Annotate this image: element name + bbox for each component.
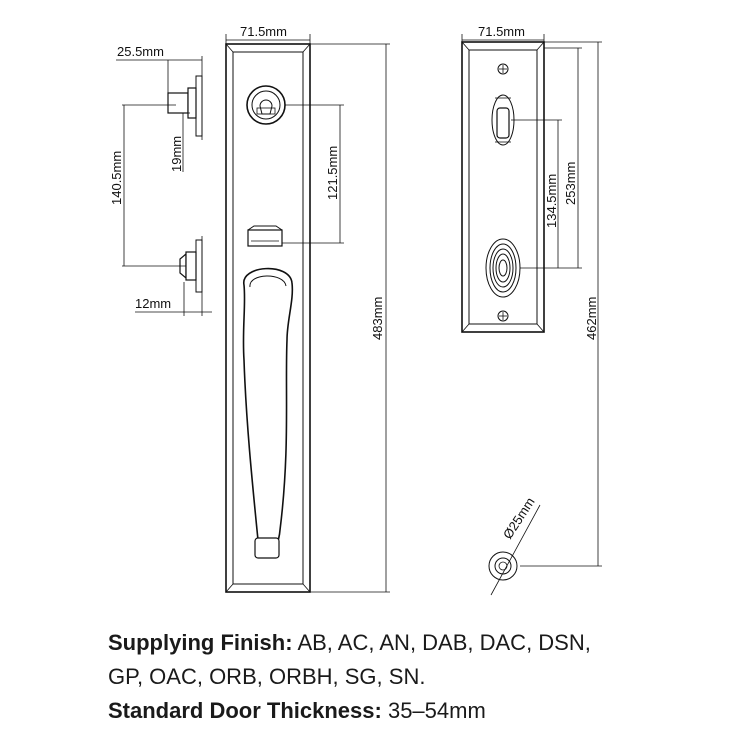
front-width-label: 71.5mm <box>240 24 287 39</box>
dimension-latch-height: 19mm <box>169 112 190 172</box>
finish-values-2: GP, OAC, ORB, ORBH, SG, SN. <box>108 664 426 689</box>
dimension-front-width: 71.5mm <box>225 24 311 44</box>
back-plate <box>461 41 545 333</box>
finish-label: Supplying Finish: <box>108 630 293 655</box>
drill-hole-detail: Ø25mm <box>488 495 541 596</box>
latch-projection-label: 25.5mm <box>117 44 164 59</box>
finish-row-1: Supplying Finish: AB, AC, AN, DAB, DAC, … <box>108 626 728 660</box>
back-holes-label: 134.5mm <box>544 174 559 228</box>
thickness-value: 35–54mm <box>381 698 486 723</box>
cylinder-to-handle-label: 140.5mm <box>109 151 124 205</box>
dimension-cylinder-to-thumb: 121.5mm <box>282 104 344 244</box>
grip-handle <box>242 267 294 559</box>
back-rosette <box>485 238 521 298</box>
top-screw-icon <box>497 63 509 75</box>
finish-row-2: GP, OAC, ORB, ORBH, SG, SN. <box>108 660 728 694</box>
dimension-back-height: 462mm <box>520 41 602 567</box>
lockset-technical-drawing: 71.5mm 25.5mm 19mm 140.5mm 121.5mm 483mm <box>109 24 602 596</box>
dimension-latch-projection: 25.5mm <box>116 44 203 93</box>
front-height-label: 483mm <box>370 297 385 340</box>
dimension-back-holes-outer: 253mm <box>544 47 582 269</box>
latch-height-label: 19mm <box>169 136 184 172</box>
side-view-hardware <box>167 72 203 296</box>
specifications-block: Supplying Finish: AB, AC, AN, DAB, DAC, … <box>108 626 728 728</box>
cylinder-to-thumb-label: 121.5mm <box>325 146 340 200</box>
dimension-handle-offset: 12mm <box>135 282 212 316</box>
key-cylinder <box>246 85 286 125</box>
thickness-row: Standard Door Thickness: 35–54mm <box>108 694 728 728</box>
bottom-screw-icon <box>497 310 509 322</box>
back-width-label: 71.5mm <box>478 24 525 39</box>
handle-offset-label: 12mm <box>135 296 171 311</box>
hole-diameter-label: Ø25mm <box>500 495 538 542</box>
thickness-label: Standard Door Thickness: <box>108 698 382 723</box>
dimension-back-width: 71.5mm <box>461 24 545 44</box>
back-holes-outer-label: 253mm <box>563 162 578 205</box>
dimension-back-holes: 134.5mm <box>511 119 562 269</box>
thumb-turn <box>491 94 515 146</box>
back-height-label: 462mm <box>584 297 599 340</box>
thumb-piece <box>247 225 283 247</box>
front-escutcheon-plate <box>225 43 311 593</box>
dimension-front-height: 483mm <box>310 43 390 593</box>
dimension-cylinder-to-handle: 140.5mm <box>109 104 186 267</box>
finish-values-1: AB, AC, AN, DAB, DAC, DSN, <box>292 630 591 655</box>
